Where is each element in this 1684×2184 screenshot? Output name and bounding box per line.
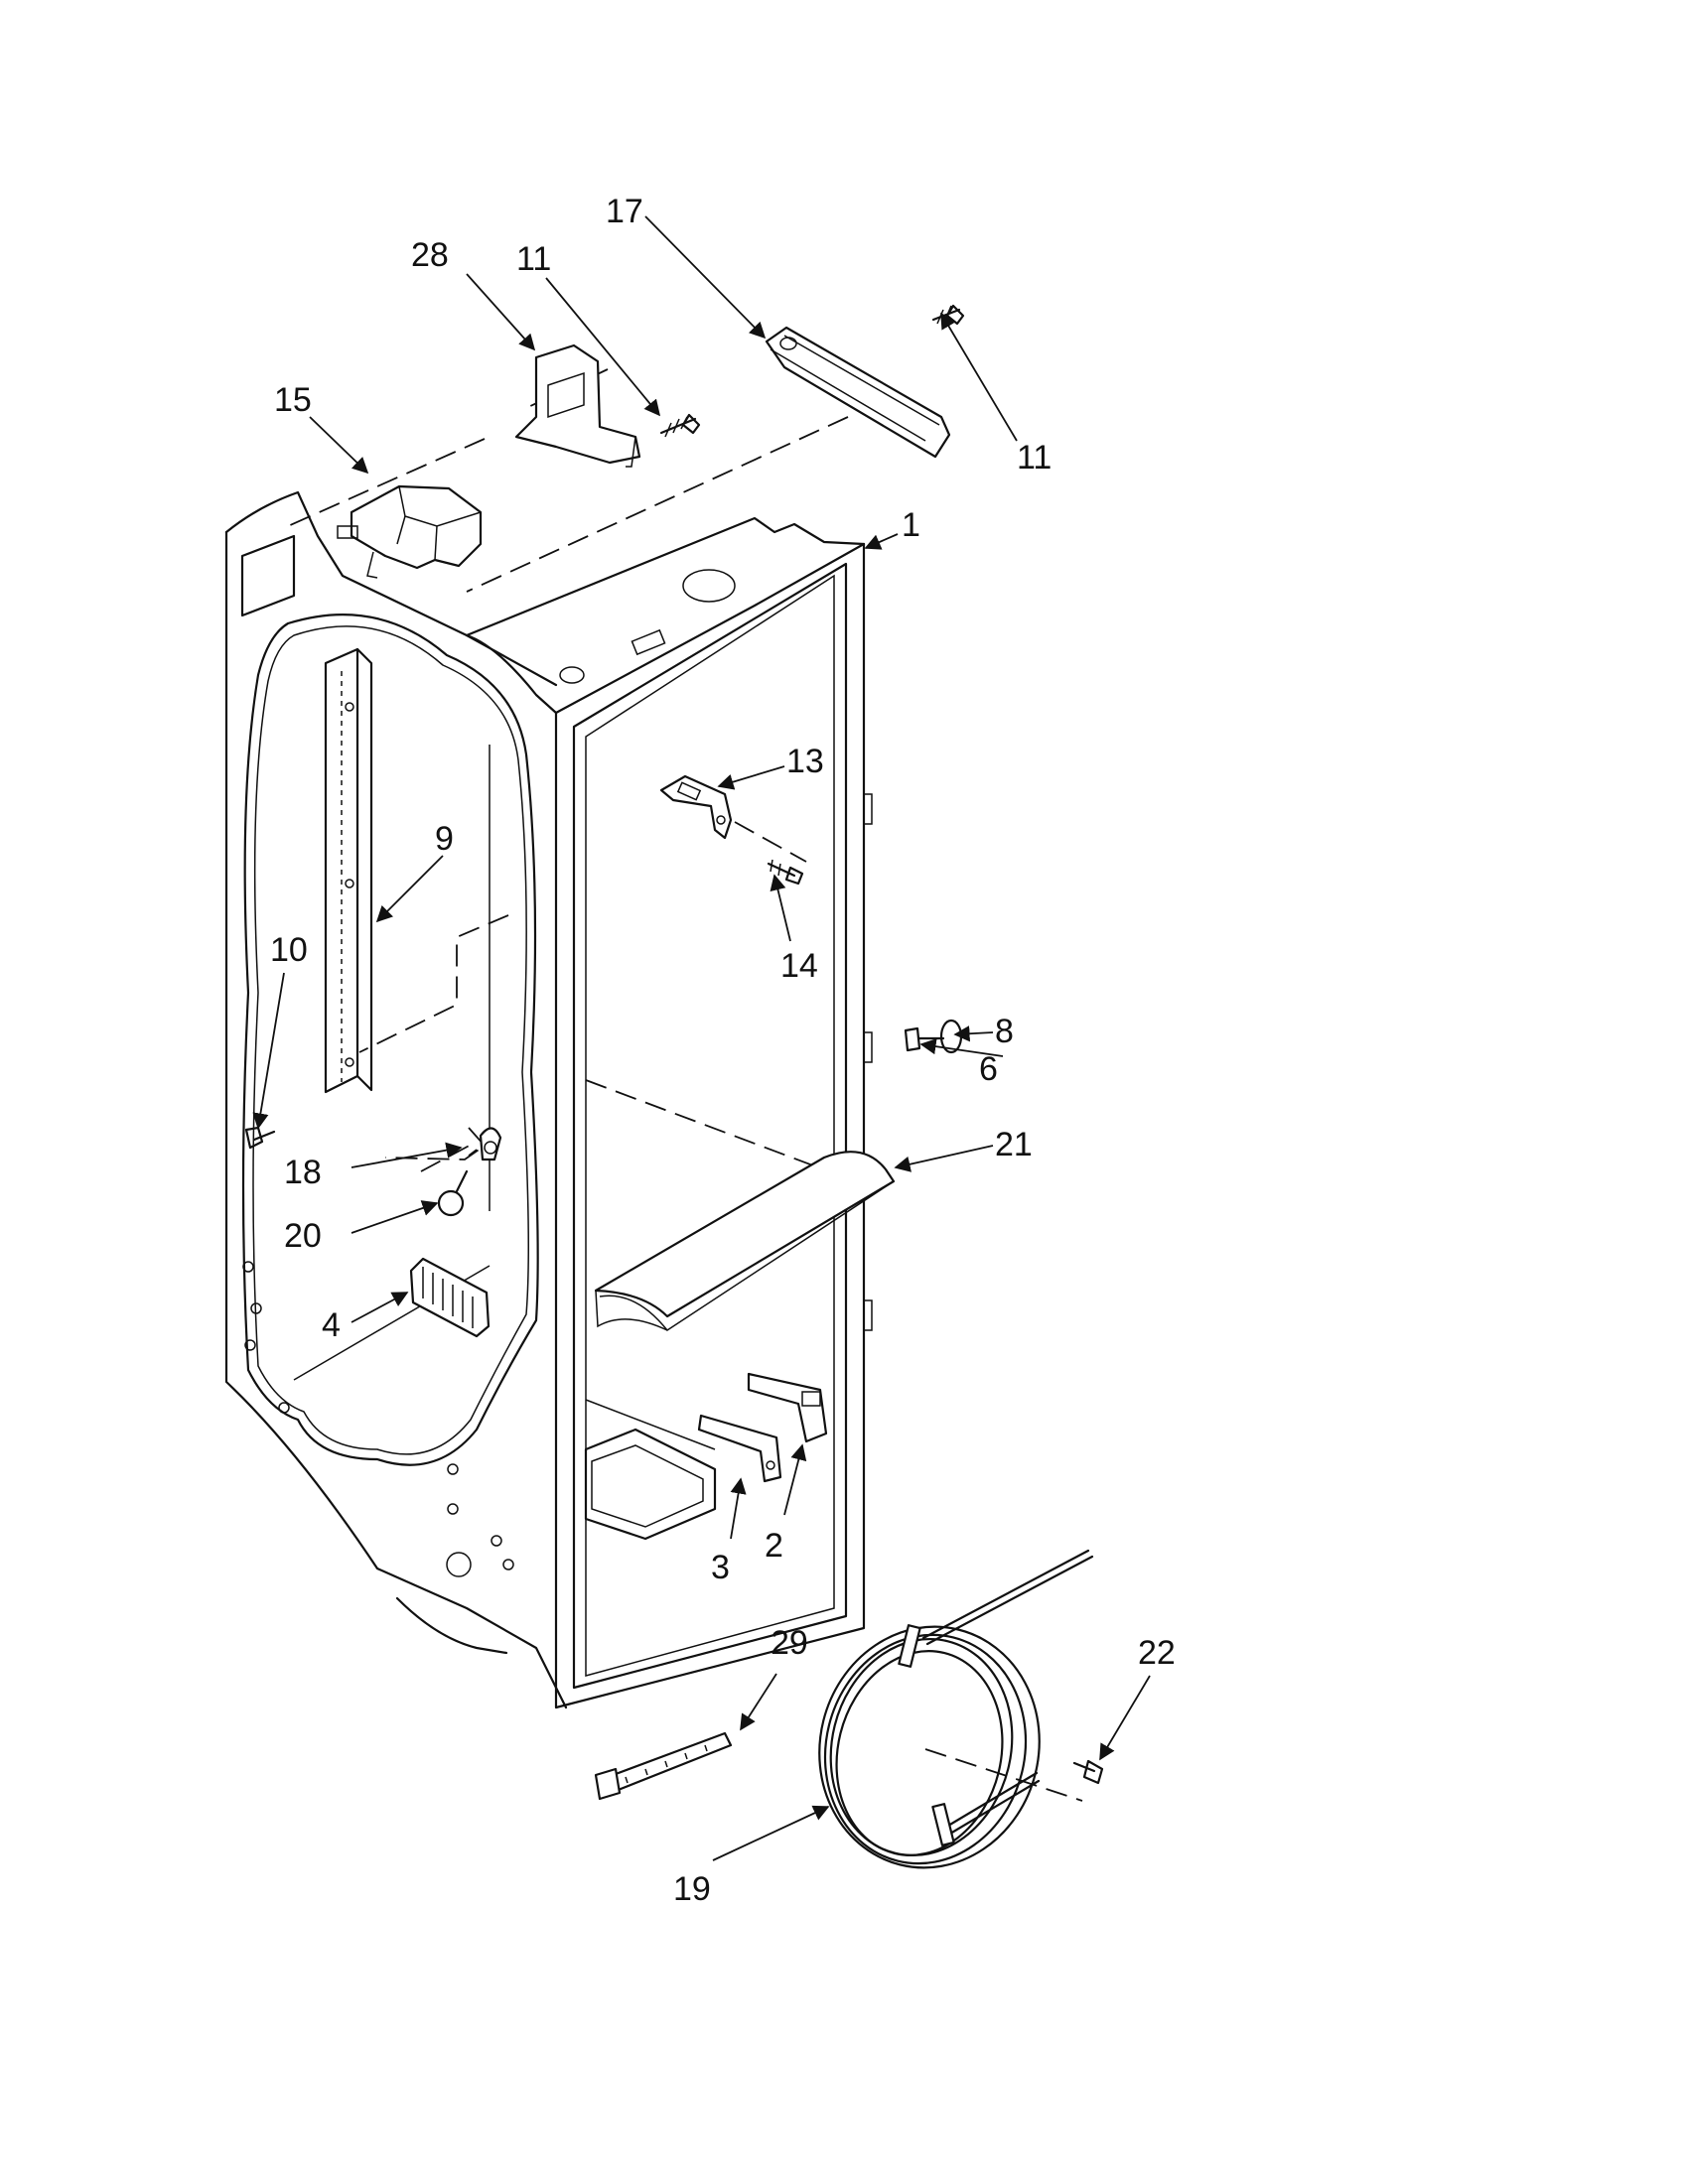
callout-4: 4 bbox=[322, 1306, 341, 1344]
callout-10: 10 bbox=[270, 931, 308, 969]
screw-10 bbox=[244, 1126, 276, 1150]
callout-6: 6 bbox=[979, 1050, 998, 1088]
bracket-13 bbox=[659, 774, 733, 840]
callout-9: 9 bbox=[435, 820, 454, 858]
water-tube-coil bbox=[818, 1549, 1094, 1869]
shelf-rail bbox=[324, 647, 373, 1094]
callout-22: 22 bbox=[1138, 1634, 1176, 1672]
bracket-28 bbox=[514, 343, 641, 468]
callout-11-upper: 11 bbox=[516, 240, 551, 278]
callout-8: 8 bbox=[995, 1013, 1014, 1050]
leader-arrows bbox=[252, 215, 1151, 1861]
screw-14 bbox=[767, 859, 804, 886]
callout-19: 19 bbox=[673, 1870, 711, 1908]
top-rail bbox=[765, 326, 951, 459]
callout-13: 13 bbox=[786, 743, 824, 780]
callout-1: 1 bbox=[902, 506, 920, 544]
callout-14: 14 bbox=[780, 947, 818, 985]
cabinet-liner bbox=[224, 490, 873, 1709]
callout-labels: 17 28 11 15 11 1 13 9 14 10 8 6 21 18 20… bbox=[270, 193, 1176, 1908]
control-housing bbox=[337, 484, 483, 579]
hinge-pin bbox=[904, 1019, 963, 1054]
screw-22 bbox=[1072, 1759, 1104, 1785]
air-grille bbox=[409, 1257, 491, 1338]
bracket-2 bbox=[747, 1372, 828, 1443]
light-bulb bbox=[437, 1169, 469, 1217]
cable-tie bbox=[594, 1731, 733, 1801]
callout-20: 20 bbox=[284, 1217, 322, 1255]
shelf-cover bbox=[594, 1151, 896, 1332]
callout-28: 28 bbox=[411, 236, 449, 274]
callout-15: 15 bbox=[274, 381, 312, 419]
callout-2: 2 bbox=[765, 1527, 783, 1565]
bracket-3 bbox=[697, 1414, 782, 1483]
screw-11-upper bbox=[659, 413, 701, 438]
callout-17: 17 bbox=[606, 193, 643, 230]
screw-11-right bbox=[931, 304, 965, 326]
light-socket bbox=[468, 1127, 502, 1161]
alignment-lines bbox=[287, 368, 1083, 1802]
callout-3: 3 bbox=[711, 1549, 730, 1586]
callout-21: 21 bbox=[995, 1126, 1033, 1163]
callout-29: 29 bbox=[771, 1624, 808, 1662]
callout-18: 18 bbox=[284, 1154, 322, 1191]
callout-11-right: 11 bbox=[1017, 439, 1052, 477]
